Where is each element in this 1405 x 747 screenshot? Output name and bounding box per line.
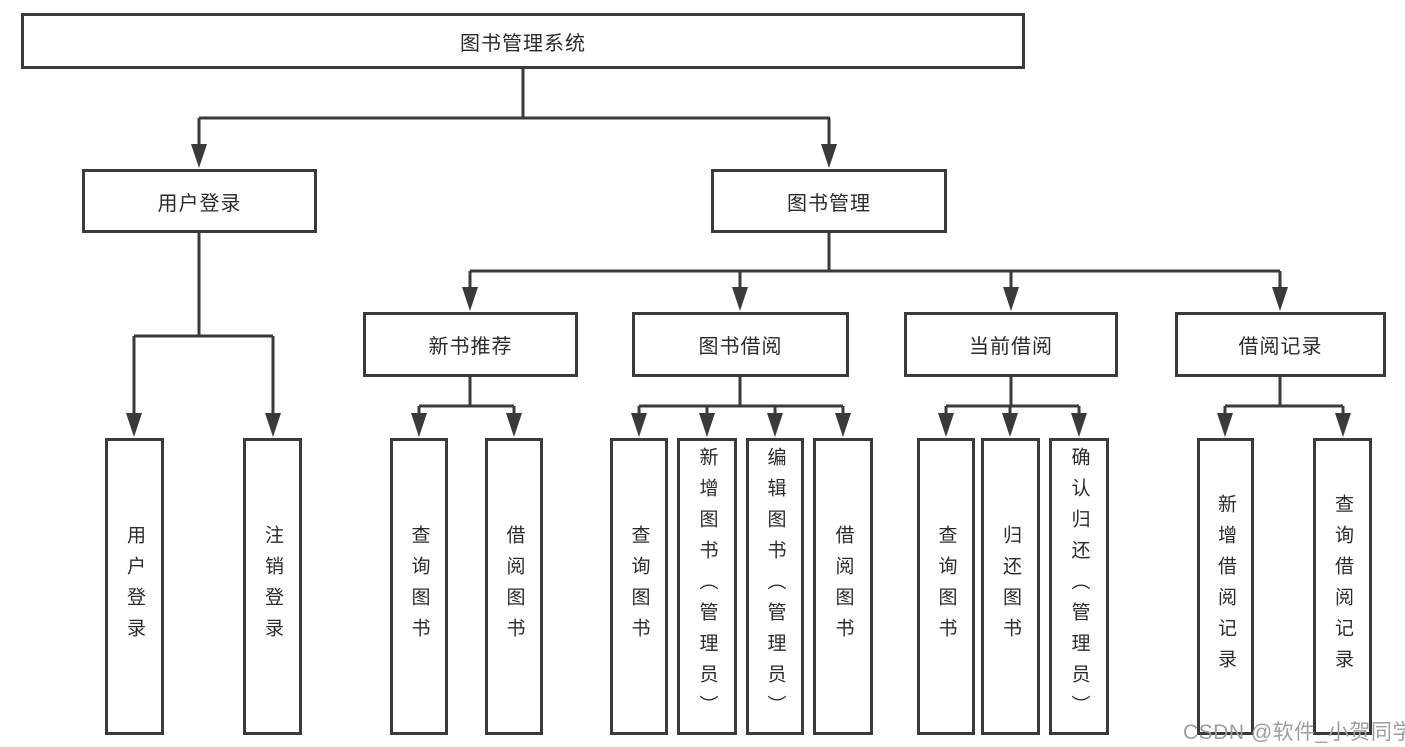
arrowhead-icon bbox=[126, 413, 142, 437]
node-label: 查询图书 bbox=[935, 524, 957, 649]
leaf-current-return-books: 归还图书 bbox=[981, 438, 1040, 735]
node-label: 新书推荐 bbox=[428, 336, 513, 358]
arrowhead-icon bbox=[1003, 287, 1019, 311]
arrowhead-icon bbox=[191, 144, 207, 168]
arrowhead-icon bbox=[265, 413, 281, 437]
leaf-borrow-borrow-books: 借阅图书 bbox=[813, 438, 873, 735]
arrowhead-icon bbox=[1002, 413, 1018, 437]
node-user-login: 用户登录 bbox=[82, 169, 317, 233]
arrowhead-icon bbox=[631, 413, 647, 437]
node-label: 归还图书 bbox=[1000, 524, 1021, 649]
leaf-borrow-edit-books-admin: 编辑图书（管理员） bbox=[746, 438, 804, 735]
node-book-management: 图书管理 bbox=[711, 169, 947, 233]
arrowhead-icon bbox=[938, 413, 954, 437]
arrowhead-icon bbox=[699, 413, 715, 437]
connector-book-borrow-branch bbox=[631, 377, 851, 437]
node-label: 查询图书 bbox=[408, 524, 430, 649]
node-current-borrow: 当前借阅 bbox=[904, 312, 1118, 377]
leaf-records-query-record: 查询借阅记录 bbox=[1313, 438, 1372, 735]
node-new-book-recommend: 新书推荐 bbox=[363, 312, 578, 377]
connector-root-branch bbox=[191, 69, 837, 168]
csdn-watermark: CSDN @软件_小贺同学 bbox=[1183, 721, 1405, 744]
node-label: 确认归还（管理员） bbox=[1068, 447, 1090, 726]
leaf-records-add-record: 新增借阅记录 bbox=[1197, 438, 1254, 735]
node-label: 新增借阅记录 bbox=[1215, 493, 1236, 680]
arrowhead-icon bbox=[411, 413, 427, 437]
leaf-user-login: 用户登录 bbox=[105, 438, 164, 735]
node-label: 查询图书 bbox=[628, 524, 650, 649]
node-label: 查询借阅记录 bbox=[1332, 493, 1353, 680]
node-label: 新增图书（管理员） bbox=[696, 447, 718, 726]
node-root-system: 图书管理系统 bbox=[21, 13, 1025, 69]
node-label: 注销登录 bbox=[262, 524, 283, 649]
leaf-borrow-add-books-admin: 新增图书（管理员） bbox=[677, 438, 737, 735]
connector-book-management-branch bbox=[462, 233, 1288, 311]
arrowhead-icon bbox=[1335, 413, 1351, 437]
node-label: 当前借阅 bbox=[969, 336, 1053, 358]
node-label: 借阅记录 bbox=[1238, 336, 1323, 358]
leaf-current-confirm-return-admin: 确认归还（管理员） bbox=[1049, 438, 1109, 735]
arrowhead-icon bbox=[821, 144, 837, 168]
leaf-recommend-borrow-books: 借阅图书 bbox=[485, 438, 543, 735]
leaf-current-query-books: 查询图书 bbox=[917, 438, 975, 735]
node-book-borrow: 图书借阅 bbox=[632, 312, 849, 377]
arrowhead-icon bbox=[462, 287, 478, 311]
connector-user-login-branch bbox=[126, 233, 281, 437]
connector-borrow-records-branch bbox=[1217, 377, 1351, 437]
leaf-logout-login: 注销登录 bbox=[243, 438, 302, 735]
leaf-recommend-query-books: 查询图书 bbox=[390, 438, 448, 735]
node-label: 图书管理系统 bbox=[460, 32, 586, 55]
arrowhead-icon bbox=[1272, 287, 1288, 311]
node-label: 图书管理 bbox=[787, 192, 871, 215]
node-label: 用户登录 bbox=[157, 192, 242, 215]
node-label: 借阅图书 bbox=[832, 524, 854, 649]
node-borrow-records: 借阅记录 bbox=[1175, 312, 1386, 377]
node-label: 编辑图书（管理员） bbox=[764, 447, 786, 726]
arrowhead-icon bbox=[506, 413, 522, 437]
arrowhead-icon bbox=[835, 413, 851, 437]
connector-current-borrow-branch bbox=[938, 377, 1087, 437]
node-label: 借阅图书 bbox=[503, 524, 525, 649]
arrowhead-icon bbox=[767, 413, 783, 437]
arrowhead-icon bbox=[1217, 413, 1233, 437]
arrowhead-icon bbox=[1071, 413, 1087, 437]
node-label: 用户登录 bbox=[124, 524, 145, 649]
node-label: 图书借阅 bbox=[698, 336, 783, 358]
connector-new-book-recommend-branch bbox=[411, 377, 522, 437]
leaf-borrow-query-books: 查询图书 bbox=[610, 438, 668, 735]
arrowhead-icon bbox=[732, 287, 748, 311]
